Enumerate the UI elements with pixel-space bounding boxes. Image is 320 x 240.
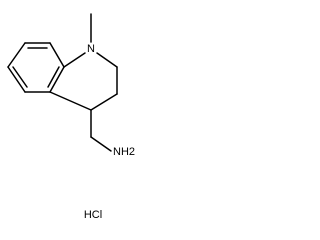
bond-n-c2 [96, 52, 118, 68]
bond-benzene-5 [49, 42, 65, 68]
double-bond-inner-left [12, 66, 28, 88]
nitrogen-atom-label: N [87, 43, 95, 55]
amine-group-label: NH2 [113, 146, 135, 158]
bond-ch2-nh2 [90, 136, 112, 152]
piperidine-ring [49, 52, 118, 111]
bond-c4-c4a [49, 91, 92, 111]
bond-c8a-n [63, 52, 86, 68]
hydrochloride-salt-label: HCl [84, 209, 102, 221]
bond-benzene-4 [49, 66, 65, 93]
benzene-ring [7, 42, 65, 93]
bond-benzene-1 [7, 42, 26, 68]
bond-benzene-2 [7, 66, 26, 93]
molecule-structure-drawing: N NH2 HCl [7, 13, 135, 221]
double-bond-inner-right [47, 66, 60, 88]
bond-c3-c4 [90, 93, 118, 111]
